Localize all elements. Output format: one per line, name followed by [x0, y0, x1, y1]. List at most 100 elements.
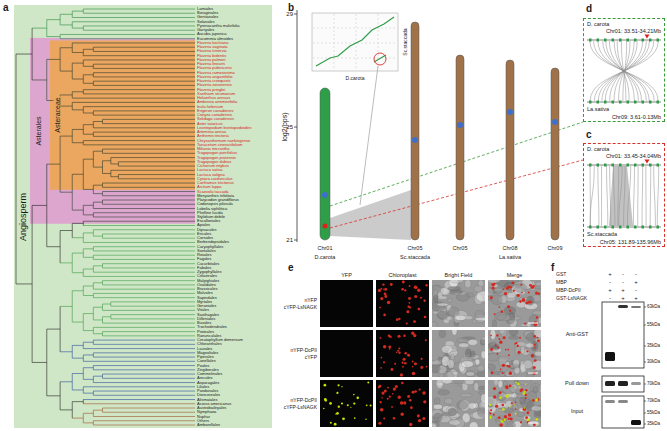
tree-branch [93, 85, 195, 86]
chloroplast-dot [407, 395, 410, 398]
tree-branch [83, 13, 195, 14]
synteny-link [654, 166, 656, 226]
chloroplast-dot [500, 310, 503, 313]
chloroplast-dot [502, 372, 504, 374]
chloroplast-dot [532, 399, 535, 402]
gene-mark [604, 39, 607, 42]
chloroplast-dot [394, 363, 396, 365]
yfp-signal [354, 417, 356, 419]
cell-texture [507, 421, 515, 427]
chromosome [411, 22, 419, 240]
tree-branch [83, 285, 93, 286]
cell-texture [448, 299, 452, 303]
chloroplast-dot [397, 350, 399, 352]
gene-mark [642, 39, 645, 42]
tree-branch [93, 282, 102, 283]
cell-texture [501, 295, 507, 304]
chloroplast-dot [499, 423, 503, 427]
inset-grid [334, 14, 335, 70]
cell-texture [515, 345, 521, 356]
chloroplast-dot [422, 417, 425, 420]
yfp-signal [514, 387, 516, 389]
tree-branch [93, 236, 102, 237]
tree-branch [93, 340, 195, 341]
chloroplast-dot [519, 337, 521, 339]
construct-label: cYFP [305, 355, 317, 360]
chloroplast-dot [502, 404, 505, 407]
chloroplast-dot [490, 334, 492, 336]
tree-branch [93, 352, 195, 353]
chloroplast-dot [499, 340, 502, 343]
scale-bar [528, 323, 538, 324]
yfp-signal [523, 392, 526, 395]
cell-texture [492, 320, 496, 327]
chloroplast-dot [387, 301, 390, 304]
tree-branch [16, 54, 32, 55]
tree-branch [93, 81, 195, 82]
cell-texture [433, 404, 442, 409]
cell-texture [512, 384, 518, 388]
chloroplast-dot [502, 364, 505, 367]
chloroplast-dot [383, 345, 386, 348]
chloroplast-dot [534, 359, 537, 362]
chloroplast-dot [400, 401, 404, 405]
chloroplast-dot [509, 310, 511, 312]
chloroplast-dot [404, 352, 407, 355]
tree-branch [60, 24, 72, 25]
gene-mark [634, 39, 637, 42]
tree-branch [83, 242, 195, 243]
cell-texture [432, 322, 437, 327]
tree-branch [93, 167, 102, 168]
gene-mark [619, 164, 622, 167]
chloroplast-dot [414, 362, 417, 365]
tree-branch [118, 166, 195, 167]
cell-texture [432, 361, 441, 365]
tree-branch [83, 257, 93, 258]
tree-branch [93, 333, 102, 334]
chloroplast-dot [533, 335, 536, 338]
tree-branch [93, 365, 195, 366]
gene-mark [597, 164, 600, 167]
synteny-link [601, 166, 602, 226]
tree-branch [93, 382, 195, 383]
yfp-signal [336, 412, 339, 415]
chloroplast-dot [404, 362, 406, 364]
tree-branch [32, 28, 47, 29]
tree-branch [83, 83, 93, 84]
chloroplast-dot [406, 322, 408, 324]
chloroplast-dot [403, 401, 406, 404]
cell-texture [450, 280, 463, 283]
yfp-signal [525, 383, 526, 384]
column-header: Chloroplast [389, 273, 417, 279]
centromere [507, 109, 513, 115]
micrograph-ground [376, 280, 429, 327]
cell-texture [446, 316, 452, 321]
chloroplast-dot [412, 372, 416, 376]
chloroplast-dot [509, 384, 512, 387]
chloroplast-dot [384, 288, 387, 291]
chloroplast-dot [538, 292, 540, 294]
tree-branch [72, 21, 195, 22]
gene-mark [612, 39, 615, 42]
marker-size: 55kDa [647, 411, 660, 416]
chloroplast-dot [498, 306, 500, 308]
chloroplast-dot [390, 283, 393, 286]
yfp-signal [490, 417, 492, 419]
chloroplast-dot [398, 352, 400, 354]
tree-branch [102, 335, 195, 336]
leader-line [360, 66, 378, 205]
chloroplast-dot [512, 282, 515, 285]
gene-mark [619, 39, 622, 42]
marker-tick [644, 424, 646, 425]
micrograph [320, 280, 373, 327]
blot-label: Input [571, 409, 583, 415]
chloroplast-dot [505, 386, 508, 389]
cell-texture [534, 330, 541, 338]
tree-branch [102, 153, 195, 154]
chloroplast-dot [422, 391, 426, 395]
chloroplast-dot [418, 419, 421, 422]
synteny-link [613, 166, 614, 226]
cell-texture [461, 361, 473, 368]
cell-texture [432, 364, 440, 373]
marker-size: 35kDa [647, 422, 660, 427]
